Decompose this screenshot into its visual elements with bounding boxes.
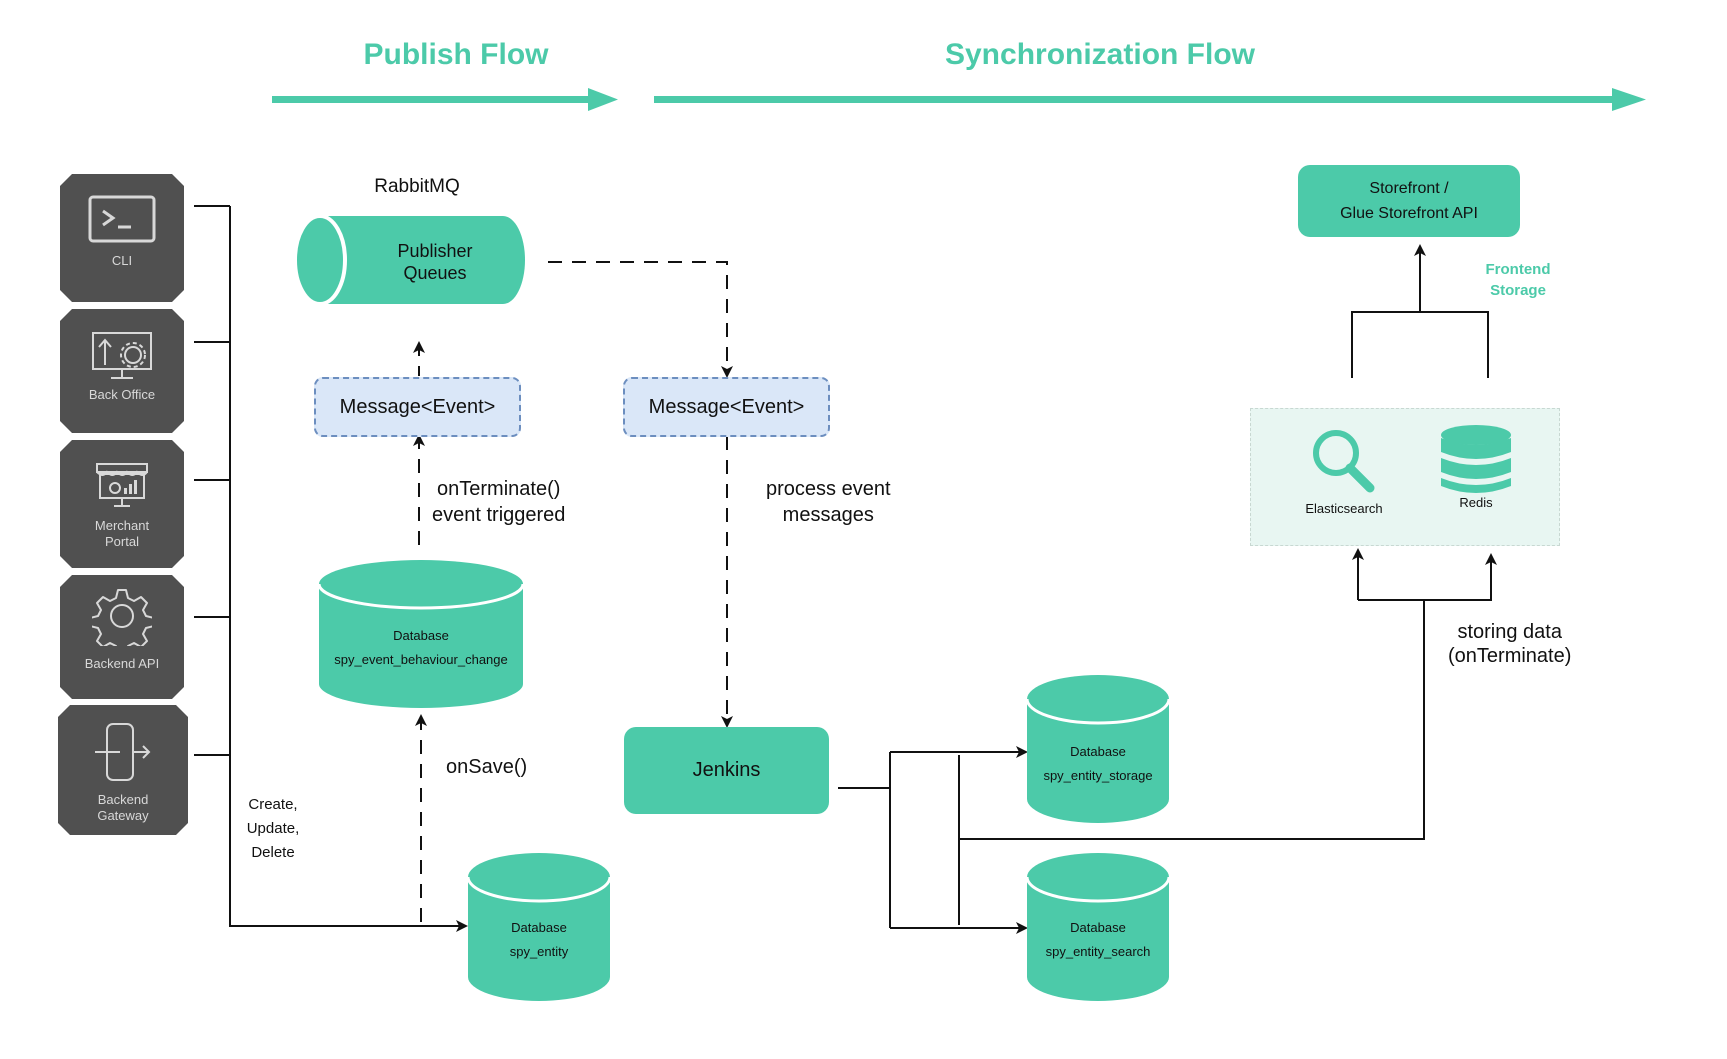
source-tile-label: Portal xyxy=(105,534,139,549)
crud-create: Create, xyxy=(248,796,298,813)
database-stack-icon xyxy=(1441,425,1511,493)
db-entity-cylinder xyxy=(466,853,612,1001)
storage-service-label: Redis xyxy=(1459,495,1493,510)
source-tile-cli[interactable]: CLI xyxy=(60,174,184,302)
jenkins-fanout-connector xyxy=(838,600,1425,934)
db-entity-label[interactable]: Database spy_entity xyxy=(510,916,569,964)
source-tile-label: Backend xyxy=(97,792,149,807)
source-tile-back-office[interactable]: Back Office xyxy=(60,309,184,433)
on-terminate-label: onTerminate() event triggered xyxy=(432,476,565,528)
message-event-label: Message<Event> xyxy=(339,395,496,418)
db-name: spy_entity_storage xyxy=(1043,768,1153,783)
publisher-queues-shape xyxy=(293,214,525,306)
storefront-label: Storefront / xyxy=(1369,180,1449,197)
gear-icon xyxy=(92,586,152,646)
storing-data-line: storing data xyxy=(1457,621,1562,643)
source-tile-label: Gateway xyxy=(97,808,149,823)
db-event-behaviour-cylinder xyxy=(317,560,525,708)
storing-data-label: storing data (onTerminate) xyxy=(1448,620,1571,668)
crud-delete: Delete xyxy=(251,844,295,861)
sync-flow-arrow xyxy=(654,88,1646,111)
publisher-queues-label: Publisher xyxy=(397,241,473,261)
db-type: Database xyxy=(1070,920,1126,935)
db-name: spy_entity xyxy=(509,944,569,959)
frontend-storage-line: Frontend xyxy=(1485,261,1551,278)
db-entity-search-label[interactable]: Database spy_entity_search xyxy=(1046,916,1151,964)
frontend-storage-line: Storage xyxy=(1490,282,1546,299)
db-entity-search-cylinder xyxy=(1025,853,1171,1001)
source-tile-backend-gateway[interactable]: Backend Gateway xyxy=(58,705,188,835)
source-bus-connector xyxy=(194,205,468,932)
db-name: spy_entity_search xyxy=(1045,944,1151,959)
process-event-line: process event xyxy=(766,478,891,500)
publish-flow-arrow xyxy=(272,88,618,111)
terminal-icon xyxy=(87,194,157,246)
search-icon xyxy=(1313,430,1375,493)
db-entity-storage-cylinder xyxy=(1025,675,1171,823)
db-type: Database xyxy=(1070,744,1126,759)
storage-service-elasticsearch[interactable]: Elasticsearch xyxy=(1296,425,1392,516)
publish-flow-title: Publish Flow xyxy=(363,38,549,71)
message-event-label: Message<Event> xyxy=(648,395,805,418)
source-tile-label: Merchant xyxy=(94,518,150,533)
publisher-queues-label: Queues xyxy=(403,263,467,283)
publish-message-event[interactable]: Message<Event> xyxy=(314,377,521,437)
storefront-label: Glue Storefront API xyxy=(1340,205,1478,222)
crud-update: Update, xyxy=(246,820,300,837)
sync-message-event[interactable]: Message<Event> xyxy=(623,377,830,437)
storefront-box[interactable]: Storefront / Glue Storefront API xyxy=(1298,165,1520,237)
on-terminate-line: onTerminate() xyxy=(437,478,561,500)
db-name: spy_event_behaviour_change xyxy=(334,652,508,667)
db-event-behaviour-label[interactable]: Database spy_event_behaviour_change xyxy=(334,624,507,672)
storing-data-line: (onTerminate) xyxy=(1448,645,1572,667)
frontend-storage-label: Frontend Storage xyxy=(1476,259,1560,301)
crud-label: Create, Update, Delete xyxy=(244,793,302,865)
source-tile-label: Back Office xyxy=(88,387,156,402)
storage-service-label: Elasticsearch xyxy=(1305,501,1383,516)
jenkins-label: Jenkins xyxy=(692,759,761,781)
db-entity-storage-label[interactable]: Database spy_entity_storage xyxy=(1043,740,1152,788)
source-tile-label: CLI xyxy=(111,253,133,268)
queue-to-sync-dashed-arrow xyxy=(548,261,733,378)
jenkins-box[interactable]: Jenkins xyxy=(624,727,829,814)
monitor-gear-icon xyxy=(91,331,153,383)
on-save-label: onSave() xyxy=(446,756,528,778)
source-tile-label: Backend API xyxy=(84,656,160,671)
frontend-storage-panel xyxy=(1250,408,1560,546)
process-event-label: process event messages xyxy=(766,476,891,528)
process-event-line: messages xyxy=(782,504,874,526)
source-tile-backend-api[interactable]: Backend API xyxy=(60,575,184,699)
db-type: Database xyxy=(393,628,449,643)
sync-flow-title: Synchronization Flow xyxy=(944,38,1256,71)
rabbitmq-title: RabbitMQ xyxy=(374,176,460,197)
publisher-queues[interactable]: Publisher Queues xyxy=(380,240,490,284)
storage-service-redis[interactable]: Redis xyxy=(1436,424,1516,510)
gateway-exit-icon xyxy=(93,722,153,784)
storefront-chart-icon xyxy=(93,462,151,512)
db-type: Database xyxy=(511,920,567,935)
source-tile-merchant-portal[interactable]: Merchant Portal xyxy=(60,440,184,568)
on-terminate-line: event triggered xyxy=(432,504,566,526)
storage-to-storefront-connector xyxy=(1351,244,1489,378)
storing-data-connector xyxy=(1352,548,1497,601)
